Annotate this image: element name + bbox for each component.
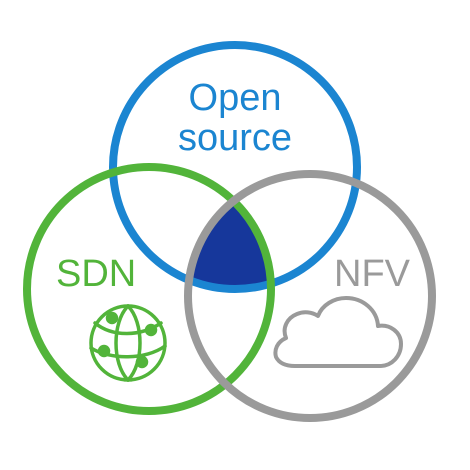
globe-network-icon — [89, 304, 167, 382]
sdn-label: SDN — [56, 253, 136, 295]
cloud-icon — [273, 296, 403, 368]
triple-intersection — [188, 174, 271, 289]
nfv-label: NFV — [334, 253, 411, 295]
open-source-circle — [109, 41, 361, 293]
nfv-circle — [184, 170, 436, 422]
open-source-label-line-1: Open — [189, 77, 282, 119]
open-source-label-line-2: source — [178, 117, 292, 159]
sdn-circle — [23, 163, 275, 415]
